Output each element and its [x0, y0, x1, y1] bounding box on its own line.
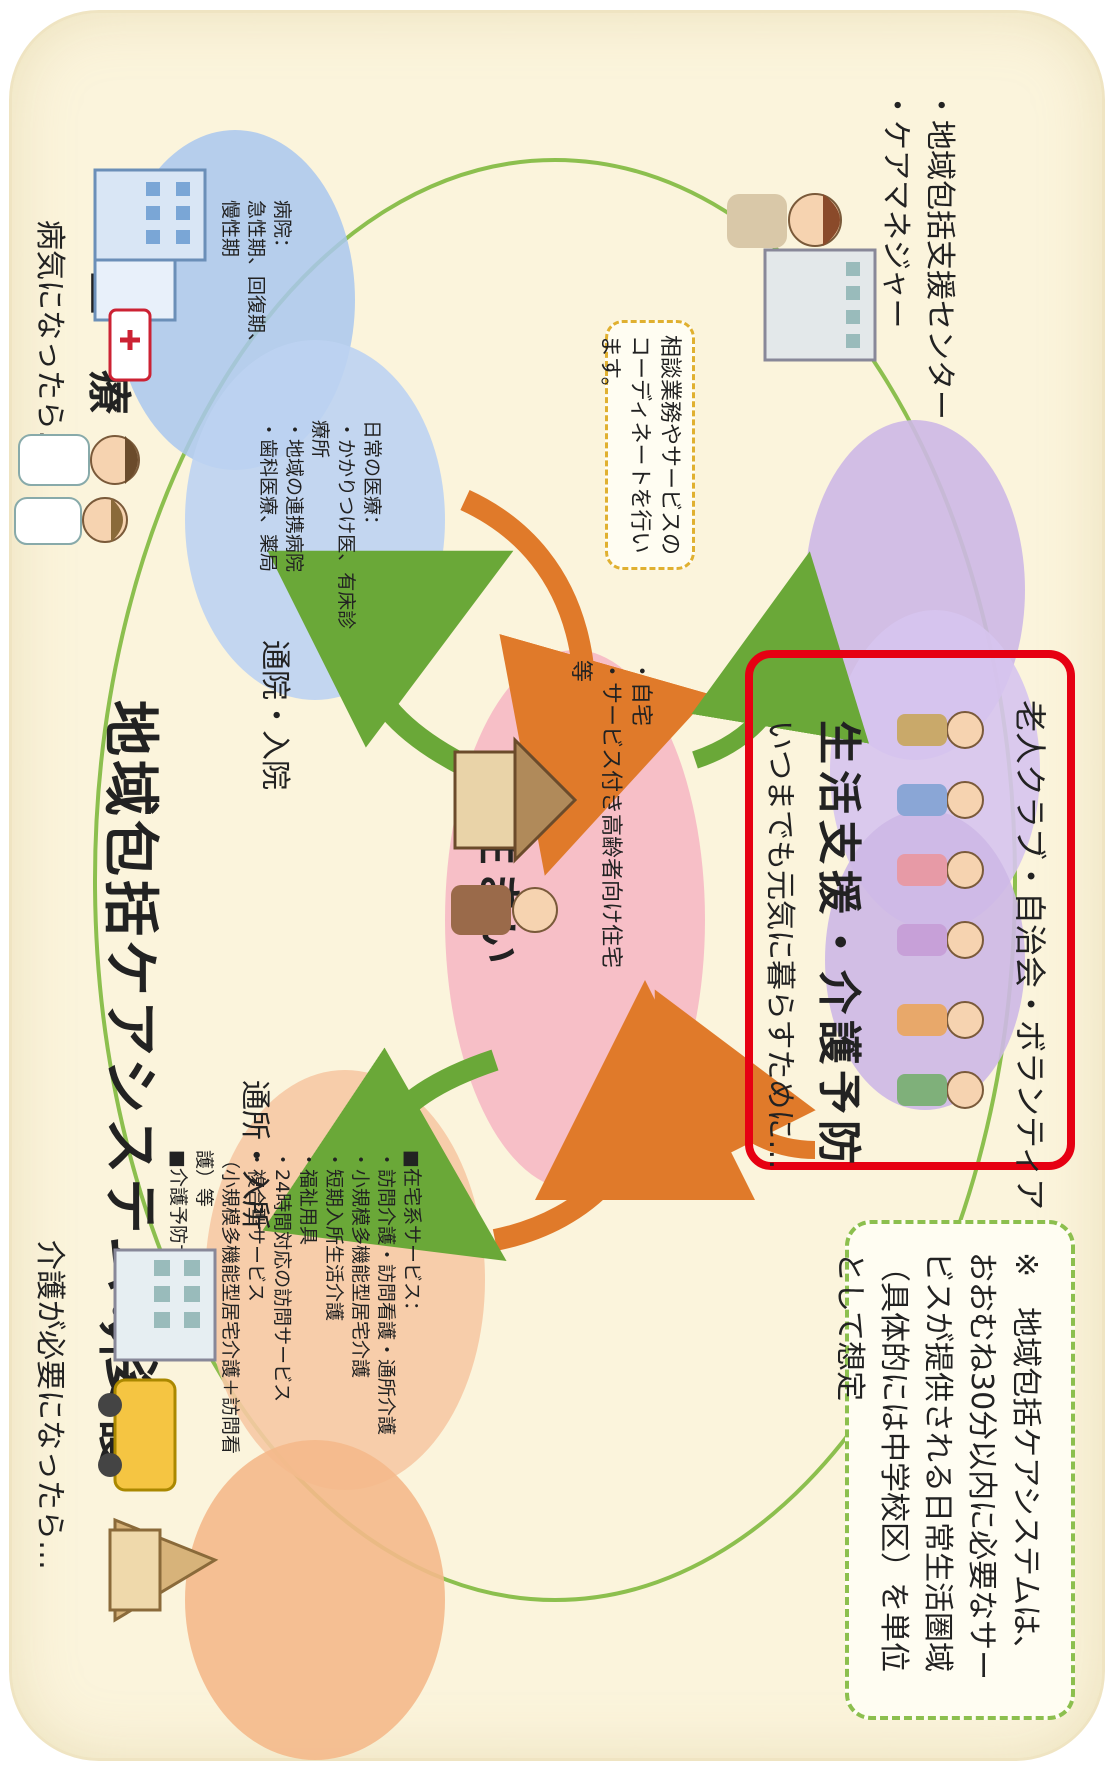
arrow-home-to-care — [262, 1047, 507, 1262]
support-center-note: 相談業務やサービスのコーディネートを行います。 — [597, 320, 695, 570]
seniors-group-icon — [897, 711, 984, 1109]
care-service-line: ■在宅系サービス： — [401, 1150, 423, 1320]
daily-line: ・地域の連携病院 — [283, 420, 305, 573]
daily-line: 日常の医療： — [361, 420, 383, 535]
care-service-line: ・短期入所生活介護 — [323, 1150, 345, 1322]
hospital-arrow-label: 通院・入院 — [257, 640, 292, 790]
care-header: 介護が必要になったら… — [32, 1240, 67, 1570]
prevention-heading: 生活支援・介護予防 — [813, 720, 864, 1170]
care-service-line: ・訪問介護・訪問看護・通所介護 — [375, 1150, 397, 1436]
arrow-home-to-medical — [267, 550, 514, 791]
care-arrow-label: 通所・入所 — [237, 1080, 272, 1230]
arrow-care-to-home — [492, 980, 755, 1251]
support-center-note-text: 相談業務やサービスのコーディネートを行います。 — [597, 335, 682, 556]
care-facility-icon — [113, 1248, 217, 1362]
support-center-building-icon — [763, 248, 877, 362]
prevention-illustration — [897, 711, 984, 1109]
housing-illustration — [451, 736, 578, 935]
daily-line: ・歯科医療、薬局 — [257, 420, 279, 573]
housing-item: ・自宅 — [628, 660, 653, 727]
care-bubble-2 — [185, 1440, 445, 1760]
arrow-prevention-to-home — [654, 989, 816, 1191]
elderly-person-icon — [512, 887, 558, 933]
house-icon — [513, 736, 578, 864]
daily-medical-list: 日常の医療： ・かかりつけ医、有床診療所 ・地域の連携病院 ・歯科医療、薬局 — [255, 420, 385, 640]
care-van-icon — [113, 1378, 177, 1492]
support-center-line: ・地域包括支援センター — [922, 90, 957, 420]
care-illustration — [98, 1248, 219, 1623]
doctor-icon — [14, 434, 140, 545]
hospital-line: 病院： — [271, 200, 293, 258]
care-service-line: ・小規模多機能型居宅介護 — [349, 1150, 371, 1379]
prevention-lead: いつまでも元気に暮らすために… — [762, 720, 797, 1170]
support-center-illustration — [727, 193, 877, 362]
area-note-text: ※ 地域包括ケアシステムは、おおむね30分以内に必要なサービスが提供される日常生… — [832, 1252, 1043, 1681]
arrow-medical-to-home — [460, 490, 711, 876]
area-note: ※ 地域包括ケアシステムは、おおむね30分以内に必要なサービスが提供される日常生… — [832, 1220, 1075, 1720]
care-service-line: ・福祉用具 — [297, 1150, 319, 1246]
arrow-prevention-loop — [691, 551, 869, 769]
hospital-building-icon — [93, 168, 207, 382]
daily-line: ・かかりつけ医、有床診療所 — [309, 420, 357, 630]
support-center-list: ・地域包括支援センター ・ケアマネジャー — [877, 90, 965, 420]
service-area-circle — [93, 158, 1017, 1602]
